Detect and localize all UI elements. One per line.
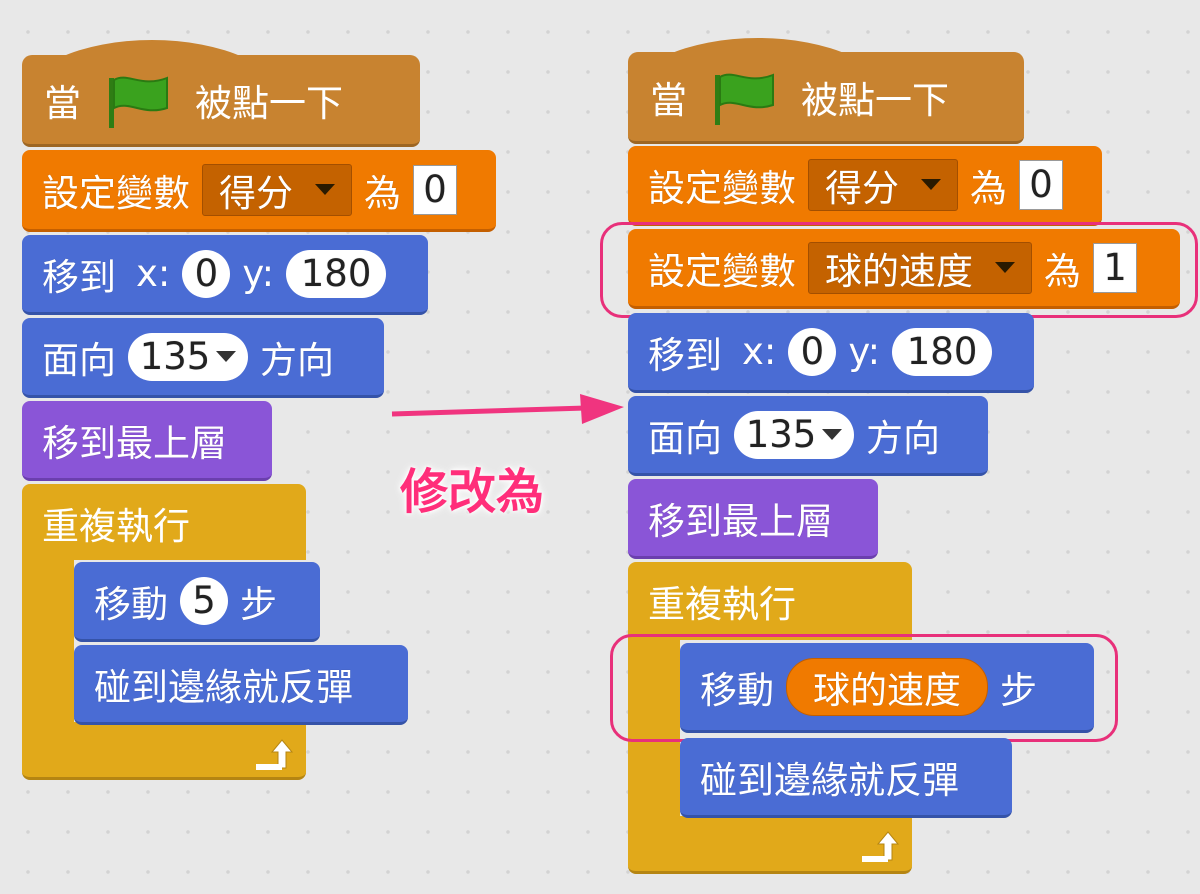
steps-input[interactable]: 5	[180, 576, 228, 625]
block-label: 碰到邊緣就反彈	[700, 758, 959, 802]
block-label: 移動	[94, 582, 168, 626]
chevron-down-icon	[995, 262, 1015, 273]
value-input[interactable]: 0	[413, 164, 457, 215]
to-label: 為	[1044, 249, 1081, 293]
block-label: 設定變數	[648, 166, 796, 210]
variable-dropdown[interactable]: 球的速度	[808, 241, 1032, 294]
hat-prefix: 當	[650, 78, 687, 122]
highlight-frame	[600, 222, 1198, 318]
block-label: 移到	[42, 255, 116, 299]
goto-xy-block[interactable]: 移到 x: 0 y: 180	[628, 313, 1034, 393]
block-label: 移到最上層	[648, 499, 833, 543]
x-label: x:	[136, 252, 171, 295]
chevron-down-icon	[315, 184, 335, 195]
bounce-on-edge-block[interactable]: 碰到邊緣就反彈	[680, 738, 1012, 818]
set-variable-block[interactable]: 設定變數 得分 為 0	[628, 146, 1102, 226]
highlight-frame	[610, 634, 1118, 742]
move-steps-block[interactable]: 移動 球的速度 步	[680, 643, 1094, 733]
go-to-front-block[interactable]: 移到最上層	[22, 401, 272, 481]
goto-xy-block[interactable]: 移到 x: 0 y: 180	[22, 235, 428, 315]
point-direction-block[interactable]: 面向 135 方向	[628, 396, 988, 476]
hat-suffix: 被點一下	[801, 78, 949, 122]
to-label: 為	[364, 171, 401, 215]
block-label: 設定變數	[648, 249, 796, 293]
bounce-on-edge-block[interactable]: 碰到邊緣就反彈	[74, 645, 408, 725]
green-flag-icon	[715, 73, 774, 125]
forever-label: 重複執行	[648, 583, 796, 626]
chevron-down-icon	[921, 179, 941, 190]
block-label: 設定變數	[42, 171, 190, 215]
x-label: x:	[742, 330, 777, 373]
block-suffix: 步	[1000, 668, 1037, 712]
y-input[interactable]: 180	[286, 249, 387, 298]
hat-suffix: 被點一下	[195, 81, 343, 125]
green-flag-icon	[109, 76, 168, 128]
value-input[interactable]: 0	[1019, 159, 1063, 210]
block-label: 面向	[42, 338, 116, 382]
block-label: 移動	[700, 668, 774, 712]
forever-side	[628, 636, 680, 820]
variable-dropdown[interactable]: 得分	[808, 158, 958, 211]
set-variable-block[interactable]: 設定變數 得分 為 0	[22, 150, 496, 232]
forever-side	[22, 556, 74, 726]
variable-dropdown[interactable]: 得分	[202, 163, 352, 216]
direction-dropdown[interactable]: 135	[734, 410, 854, 459]
forever-label: 重複執行	[42, 505, 190, 548]
arrow-icon	[391, 394, 624, 424]
set-ball-speed-block[interactable]: 設定變數 球的速度 為 1	[628, 229, 1180, 309]
x-input[interactable]: 0	[788, 327, 837, 376]
when-flag-clicked-block[interactable]: 當 被點一下	[628, 52, 1024, 144]
chevron-down-icon	[822, 429, 843, 440]
y-input[interactable]: 180	[892, 327, 993, 376]
direction-value: 135	[139, 335, 211, 378]
block-suffix: 方向	[866, 416, 940, 460]
forever-top	[22, 484, 306, 560]
loop-arrow-icon	[256, 739, 294, 770]
loop-arrow-icon	[862, 831, 900, 862]
block-label: 移到	[648, 333, 722, 377]
block-suffix: 步	[240, 582, 277, 626]
direction-value: 135	[745, 413, 817, 456]
dropdown-value: 得分	[219, 171, 293, 215]
direction-dropdown[interactable]: 135	[128, 332, 248, 381]
block-suffix: 方向	[260, 338, 334, 382]
annotation-text: 修改為	[400, 464, 545, 520]
block-label: 面向	[648, 416, 722, 460]
block-label: 碰到邊緣就反彈	[94, 665, 353, 709]
chevron-down-icon	[216, 351, 237, 362]
go-to-front-block[interactable]: 移到最上層	[628, 479, 878, 559]
dropdown-value: 球的速度	[825, 249, 973, 293]
forever-bottom	[22, 722, 306, 780]
dropdown-value: 得分	[825, 166, 899, 210]
to-label: 為	[970, 166, 1007, 210]
forever-bottom	[628, 816, 912, 874]
ball-speed-reporter[interactable]: 球的速度	[786, 657, 988, 716]
hat-prefix: 當	[44, 81, 81, 125]
value-input[interactable]: 1	[1093, 242, 1137, 293]
when-flag-clicked-block[interactable]: 當 被點一下	[22, 55, 420, 147]
block-label: 移到最上層	[42, 421, 227, 465]
y-label: y:	[242, 252, 275, 295]
point-direction-block[interactable]: 面向 135 方向	[22, 318, 384, 398]
x-input[interactable]: 0	[182, 249, 231, 298]
y-label: y:	[848, 330, 881, 373]
forever-top	[628, 562, 912, 640]
move-steps-block[interactable]: 移動 5 步	[74, 562, 320, 642]
